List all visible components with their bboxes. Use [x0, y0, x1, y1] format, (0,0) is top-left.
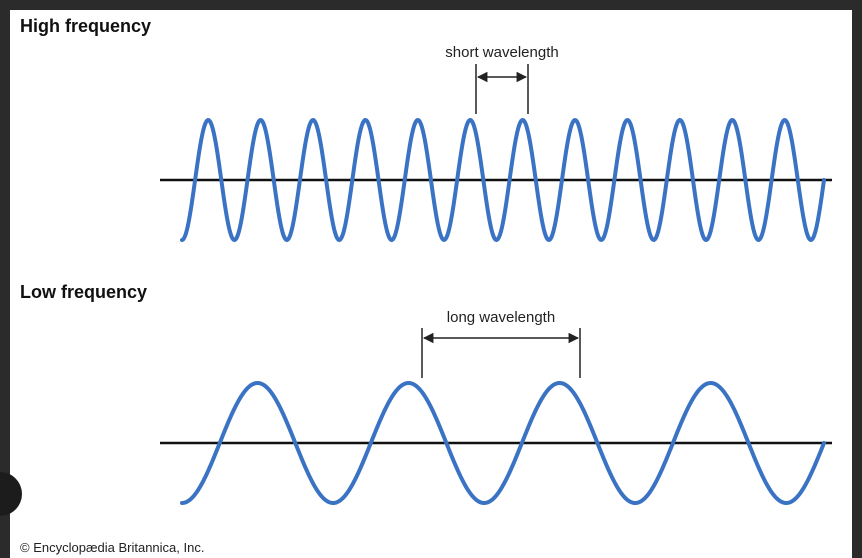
- copyright-credit: © Encyclopædia Britannica, Inc.: [20, 540, 205, 555]
- diagram-frame: High frequency Low frequency short wavel…: [10, 10, 852, 558]
- low-frequency-title: Low frequency: [20, 282, 148, 302]
- high-frequency-wave: [180, 117, 826, 243]
- long-wavelength-label: long wavelength: [447, 309, 555, 326]
- low-frequency-wave: [180, 380, 826, 506]
- short-wavelength-label: short wavelength: [445, 44, 558, 61]
- corner-overlay-circle: [0, 472, 22, 516]
- wave-diagram: short wavelength long wavelength: [160, 44, 832, 506]
- high-frequency-title: High frequency: [20, 16, 152, 36]
